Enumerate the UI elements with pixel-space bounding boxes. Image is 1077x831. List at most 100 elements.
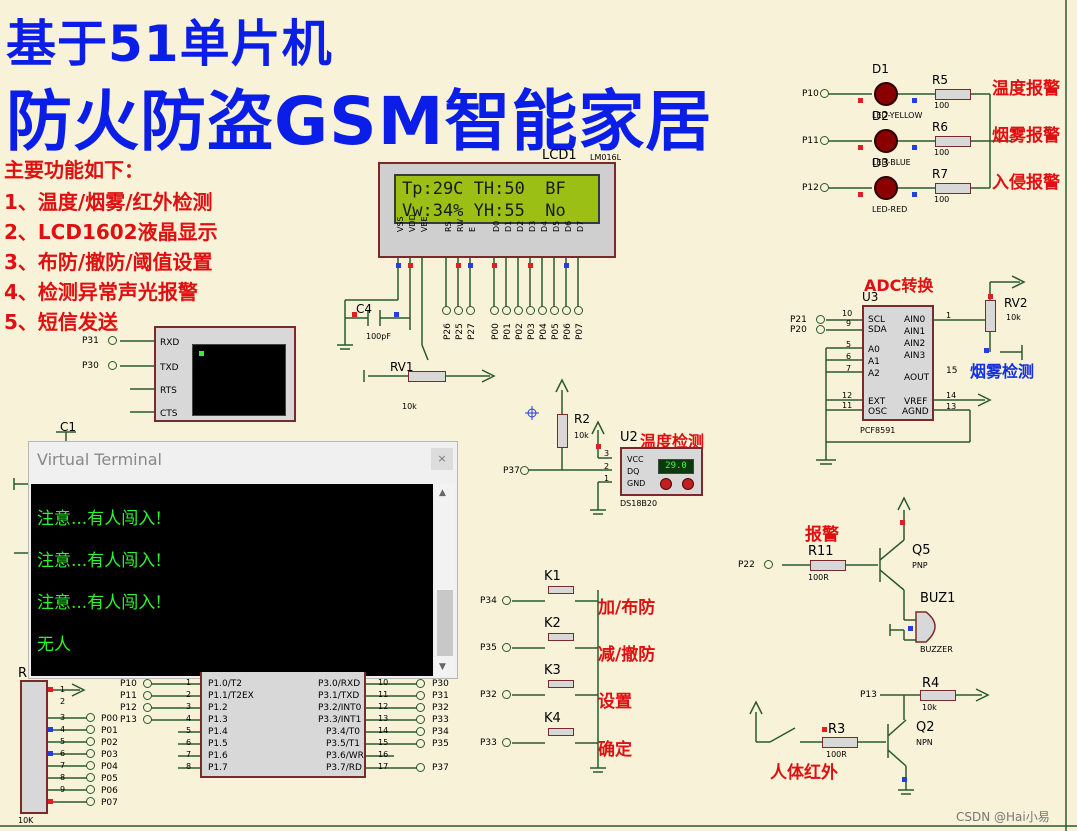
vt-output[interactable]: 注意...有人闯入! 注意...有人闯入! 注意...有人闯入! 无人 xyxy=(31,484,433,676)
pir-port: P13 xyxy=(860,690,877,700)
rpack-pin-num: 9 xyxy=(60,785,66,794)
resistor-pack[interactable] xyxy=(20,680,48,814)
title-line-2: 防火防盗GSM智能家居 xyxy=(6,83,713,160)
r2-ref: R2 xyxy=(574,412,590,426)
mcu-pin: P1.4 xyxy=(208,727,228,737)
port-terminal xyxy=(416,679,425,688)
ds18b20-sensor[interactable]: VCC DQ GND 29.0 xyxy=(620,447,703,496)
vt-scroll-thumb[interactable] xyxy=(437,590,453,656)
adc-pin: SCL xyxy=(868,315,886,325)
rpack-pin-num: 4 xyxy=(60,725,66,734)
mcu-pin: P1.0/T2 xyxy=(208,679,242,689)
resistor-r2[interactable] xyxy=(557,414,568,448)
adc-pin: OSC xyxy=(868,407,888,417)
mcu-pin: P3.1/TXD xyxy=(318,691,360,701)
led-ref: D1 xyxy=(872,62,889,76)
adc-pin-num: 12 xyxy=(842,391,853,400)
mcu-pin: P3.0/RXD xyxy=(318,679,361,689)
close-button[interactable]: × xyxy=(431,448,453,470)
lcd-model: LM016L xyxy=(590,153,622,162)
resistor-r4[interactable] xyxy=(920,690,956,701)
lcd-port-label: P07 xyxy=(575,323,585,340)
adc-pin-num: 9 xyxy=(846,319,852,328)
button-k1[interactable] xyxy=(548,586,574,594)
rv2-potentiometer[interactable] xyxy=(985,300,996,332)
alarm-label: 烟雾报警 xyxy=(992,126,1060,146)
pin-marker xyxy=(984,348,989,353)
gsm-port: P30 xyxy=(82,361,99,371)
resistor-value: 100 xyxy=(934,195,950,204)
adc-chip[interactable]: SCL SDA A0 A1 A2 EXT OSC AIN0 AIN1 AIN2 … xyxy=(862,305,934,421)
mcu-pin: P3.3/INT1 xyxy=(318,715,362,725)
mcu-pin: P3.7/RD xyxy=(326,763,362,773)
resistor-r5[interactable] xyxy=(935,89,971,100)
rv1-potentiometer[interactable] xyxy=(408,371,446,382)
mcu-pin-num: 15 xyxy=(378,738,389,747)
rpack-pin-num: 7 xyxy=(60,761,66,770)
button-k4[interactable] xyxy=(548,728,574,736)
adc-pin: A1 xyxy=(868,357,880,367)
resistor-r3[interactable] xyxy=(822,737,858,748)
ds-down-button[interactable] xyxy=(660,478,672,490)
button-k3[interactable] xyxy=(548,680,574,688)
vt-scrollbar[interactable]: ▲ ▼ xyxy=(435,484,455,676)
pin-marker xyxy=(564,263,569,268)
ds-up-button[interactable] xyxy=(682,478,694,490)
lcd-port-label: P27 xyxy=(467,323,477,340)
feature-item: 4、检测异常声光报警 xyxy=(4,280,198,304)
scroll-up-icon[interactable]: ▲ xyxy=(439,488,446,498)
lcd-port-label: P04 xyxy=(539,323,549,340)
port-terminal xyxy=(143,703,152,712)
led-d3[interactable] xyxy=(874,176,898,200)
feature-item: 3、布防/撤防/阈值设置 xyxy=(4,250,213,274)
led-ref: D2 xyxy=(872,109,889,123)
resistor-r7[interactable] xyxy=(935,183,971,194)
lcd-ref: LCD1 xyxy=(542,148,577,163)
port-terminal xyxy=(816,325,825,334)
button-port: P33 xyxy=(480,738,497,748)
rpack-port: P03 xyxy=(101,750,118,760)
lcd-port-terminal xyxy=(550,306,559,315)
resistor-r11[interactable] xyxy=(810,560,846,571)
virtual-terminal-window[interactable]: Virtual Terminal × 注意...有人闯入! 注意...有人闯入!… xyxy=(28,441,458,679)
adc-pin-num: 15 xyxy=(946,366,958,376)
adc-pin: A2 xyxy=(868,369,880,379)
resistor-value: 100 xyxy=(934,148,950,157)
led-d1[interactable] xyxy=(874,82,898,106)
adc-pin: AIN2 xyxy=(904,339,926,349)
lcd-pin-label: VSS xyxy=(396,216,405,232)
led-port: P12 xyxy=(802,183,819,193)
pin-marker xyxy=(468,263,473,268)
vt-line: 无人 xyxy=(37,635,71,655)
port-terminal xyxy=(86,773,95,782)
buzzer-res-value: 100R xyxy=(808,573,829,582)
led-type: LED-YELLOW xyxy=(872,111,923,120)
mcu-pin-num: 17 xyxy=(378,762,389,771)
rpack-pin-num: 5 xyxy=(60,737,66,746)
adc-pin: A0 xyxy=(868,345,880,355)
pin-marker xyxy=(988,294,993,299)
gsm-pin: RXD xyxy=(160,338,180,348)
adc-ref: U3 xyxy=(862,290,879,304)
button-k2[interactable] xyxy=(548,633,574,641)
pin-marker xyxy=(858,98,863,103)
ds18b20-model: DS18B20 xyxy=(620,499,658,508)
vt-line: 注意...有人闯入! xyxy=(37,509,163,529)
gsm-cursor xyxy=(199,351,204,356)
port-terminal xyxy=(86,737,95,746)
mcu-pin: P3.6/WR xyxy=(326,751,364,761)
mcu-pin-num: 7 xyxy=(186,750,192,759)
pin-marker xyxy=(596,444,601,449)
ds-pin: GND xyxy=(627,479,646,488)
lcd-port-terminal xyxy=(454,306,463,315)
port-terminal xyxy=(86,713,95,722)
title-line-1: 基于51单片机 xyxy=(6,15,333,73)
led-d2[interactable] xyxy=(874,129,898,153)
gsm-module[interactable]: RXD TXD RTS CTS xyxy=(154,326,296,422)
feature-item: 5、短信发送 xyxy=(4,310,118,334)
mcu-chip[interactable]: P1.0/T2 P1.1/T2EX P1.2 P1.3 P1.4 P1.5 P1… xyxy=(200,672,366,778)
rv2-caption: 烟雾检测 xyxy=(970,362,1035,381)
scroll-down-icon[interactable]: ▼ xyxy=(439,662,446,672)
resistor-r6[interactable] xyxy=(935,136,971,147)
